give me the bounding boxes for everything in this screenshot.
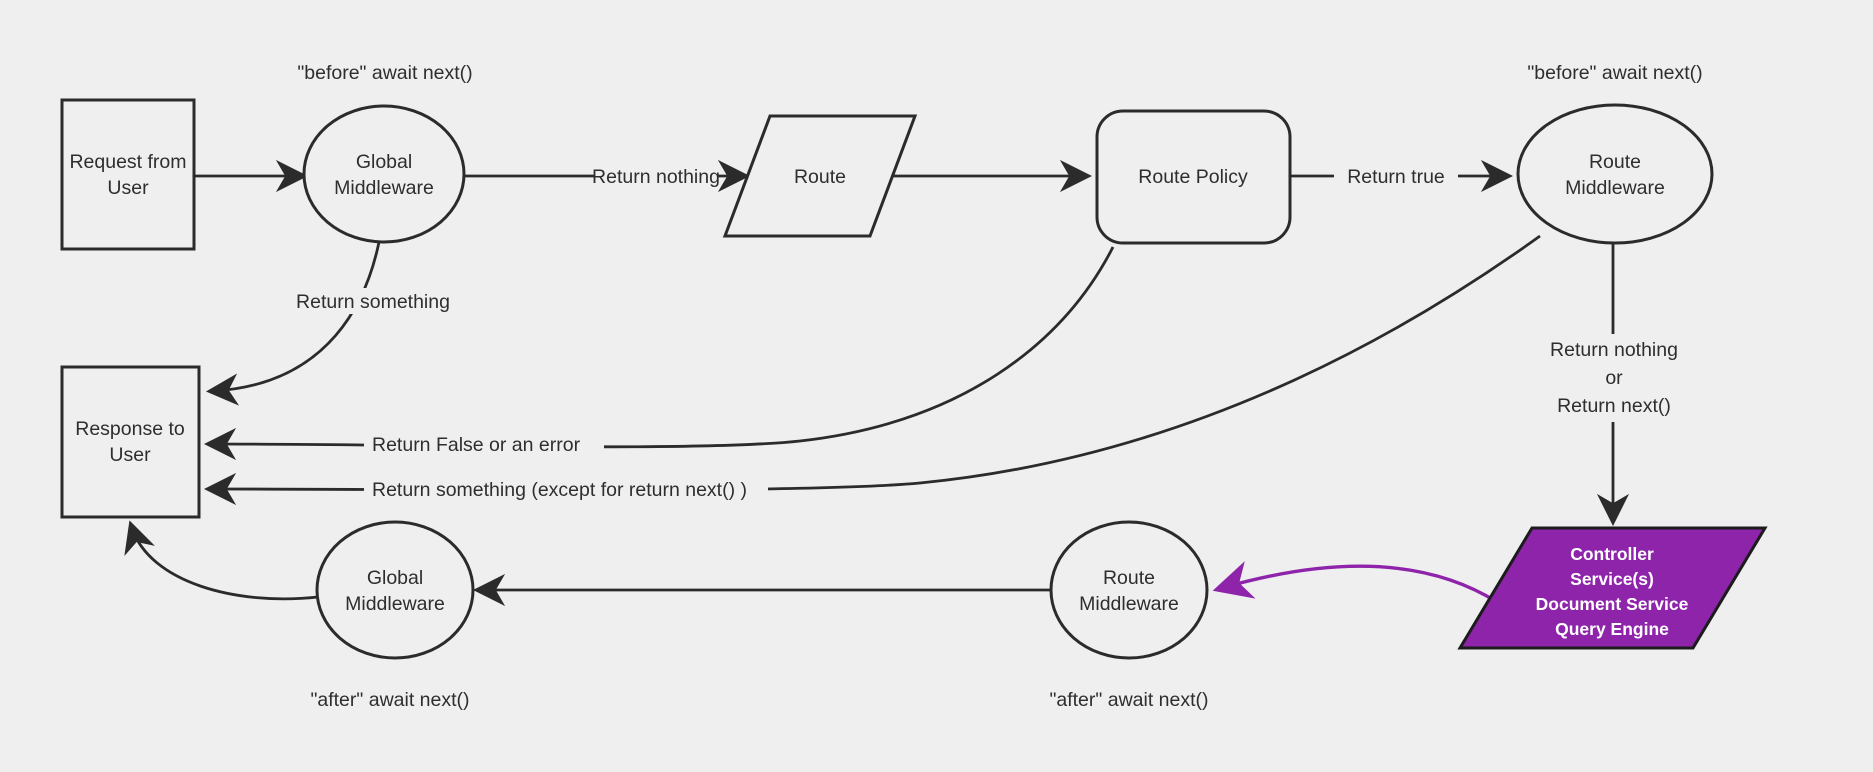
controller-services-node bbox=[1457, 526, 1768, 650]
before-await-right-label: "before" await next() bbox=[1527, 62, 1702, 84]
route-middleware-bottom-label-line1: Route bbox=[1103, 567, 1155, 589]
return-nothing-label: Return nothing bbox=[592, 166, 720, 188]
request-label-line2: User bbox=[107, 177, 149, 199]
route-middleware-bottom-label-line2: Middleware bbox=[1079, 593, 1179, 615]
request-from-user-node bbox=[60, 98, 196, 251]
global-middleware-top-label-line1: Global bbox=[356, 151, 412, 173]
node-labels: Request from User Global Middleware Rout… bbox=[69, 151, 1688, 639]
edge-label-backgrounds bbox=[290, 163, 1700, 502]
route-policy-node bbox=[1095, 109, 1292, 245]
response-label-line2: User bbox=[109, 444, 151, 466]
return-nothing-or-label-line3: Return next() bbox=[1557, 395, 1671, 417]
route-middleware-top-label-line1: Route bbox=[1589, 151, 1641, 173]
response-to-user-node bbox=[60, 365, 201, 519]
global-middleware-bottom-node bbox=[315, 520, 475, 660]
edge-controller-to-route-middleware-bottom bbox=[1212, 561, 1498, 604]
edge-labels: "before" await next() "before" await nex… bbox=[296, 62, 1703, 711]
edge-route-policy-to-response bbox=[203, 246, 1115, 461]
nodes bbox=[60, 98, 1768, 660]
controller-label-line1: Controller bbox=[1570, 544, 1654, 564]
global-middleware-top-label-line2: Middleware bbox=[334, 177, 434, 199]
global-middleware-bottom-label-line2: Middleware bbox=[345, 593, 445, 615]
controller-label-line4: Query Engine bbox=[1555, 619, 1669, 639]
route-policy-label: Route Policy bbox=[1138, 166, 1248, 188]
global-middleware-top-node bbox=[302, 104, 466, 244]
route-middleware-top-label-line2: Middleware bbox=[1565, 177, 1665, 199]
route-node bbox=[722, 114, 918, 238]
return-something-label: Return something bbox=[296, 291, 450, 313]
after-await-left-label: "after" await next() bbox=[310, 689, 469, 711]
response-label-line1: Response to bbox=[75, 418, 185, 440]
return-nothing-or-label-line2: or bbox=[1605, 367, 1623, 389]
return-false-or-error-label: Return False or an error bbox=[372, 434, 581, 456]
edge-global-middleware-bottom-to-response bbox=[124, 520, 319, 601]
global-middleware-bottom-label-line1: Global bbox=[367, 567, 423, 589]
route-middleware-top-node bbox=[1516, 103, 1714, 245]
controller-label-line2: Service(s) bbox=[1570, 569, 1654, 589]
return-something-except-label: Return something (except for return next… bbox=[372, 479, 747, 501]
edge-global-middleware-to-response bbox=[205, 241, 381, 406]
return-true-label: Return true bbox=[1347, 166, 1445, 188]
route-label: Route bbox=[794, 166, 846, 188]
after-await-right-label: "after" await next() bbox=[1049, 689, 1208, 711]
return-nothing-or-label-line1: Return nothing bbox=[1550, 339, 1678, 361]
before-await-left-label: "before" await next() bbox=[297, 62, 472, 84]
request-label-line1: Request from bbox=[69, 151, 186, 173]
route-middleware-bottom-node bbox=[1049, 520, 1209, 660]
controller-label-line3: Document Service bbox=[1536, 594, 1689, 614]
